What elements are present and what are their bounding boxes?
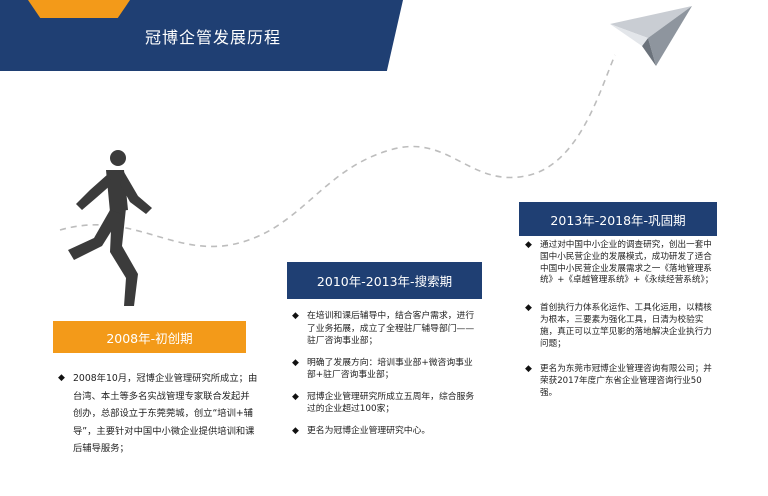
phase-label: 2010年-2013年-搜索期: [316, 274, 453, 289]
list-item: ◆ 冠博企业管理研究所成立五周年，综合服务过的企业超过100家；: [292, 391, 475, 415]
list-item: ◆ 更名为冠博企业管理研究中心。: [292, 425, 431, 436]
list-item: ◆ 明确了发展方向：培训事业部+微咨询事业部+驻厂咨询事业部；: [292, 357, 473, 381]
diamond-bullet-icon: ◆: [525, 240, 532, 250]
diamond-bullet-icon: ◆: [292, 391, 299, 402]
diamond-bullet-icon: ◆: [525, 364, 532, 375]
list-item: ◆ 在培训和课后辅导中，结合客户需求，进行了业务拓展，成立了全程驻厂辅导部门——…: [292, 311, 475, 346]
list-item: ◆ 更名为东莞市冠博企业管理咨询有限公司；并荣获2017年度广东省企业管理咨询行…: [525, 364, 712, 398]
list-item: ◆ 首创执行力体系化运作、工具化运用，以精核为根本，三要素为强化工具，日清为校验…: [525, 303, 712, 349]
list-item: ◆ 通过对中国中小企业的调查研究，创出一套中国中小民营企业的发展模式，成功研发了…: [525, 240, 714, 286]
diamond-bullet-icon: ◆: [292, 357, 299, 368]
phase-header-consolidation: 2013年-2018年-巩固期: [519, 202, 717, 236]
running-man-icon: [68, 150, 152, 306]
page-title: 冠博企管发展历程: [145, 28, 282, 47]
diamond-bullet-icon: ◆: [525, 303, 532, 314]
phase-label: 2013年-2018年-巩固期: [550, 212, 686, 228]
diamond-bullet-icon: ◆: [58, 373, 65, 383]
diamond-bullet-icon: ◆: [292, 425, 299, 436]
diamond-bullet-icon: ◆: [292, 311, 299, 321]
phase-list-startup: ◆ 2008年10月，冠博企业管理研究所成立；由台湾、本土等多名实战管理专家联合…: [58, 370, 258, 464]
phase-list-exploration: ◆ 在培训和课后辅导中，结合客户需求，进行了业务拓展，成立了全程驻厂辅导部门——…: [292, 310, 477, 446]
phase-header-startup: 2008年-初创期: [53, 321, 246, 353]
paper-plane-icon: [610, 6, 692, 66]
phase-header-exploration: 2010年-2013年-搜索期: [287, 262, 482, 299]
title-accent-tab: [28, 0, 130, 18]
phase-label: 2008年-初创期: [106, 330, 193, 346]
phase-list-consolidation: ◆ 通过对中国中小企业的调查研究，创出一套中国中小民营企业的发展模式，成功研发了…: [525, 240, 717, 410]
list-item: ◆ 2008年10月，冠博企业管理研究所成立；由台湾、本土等多名实战管理专家联合…: [58, 370, 258, 458]
